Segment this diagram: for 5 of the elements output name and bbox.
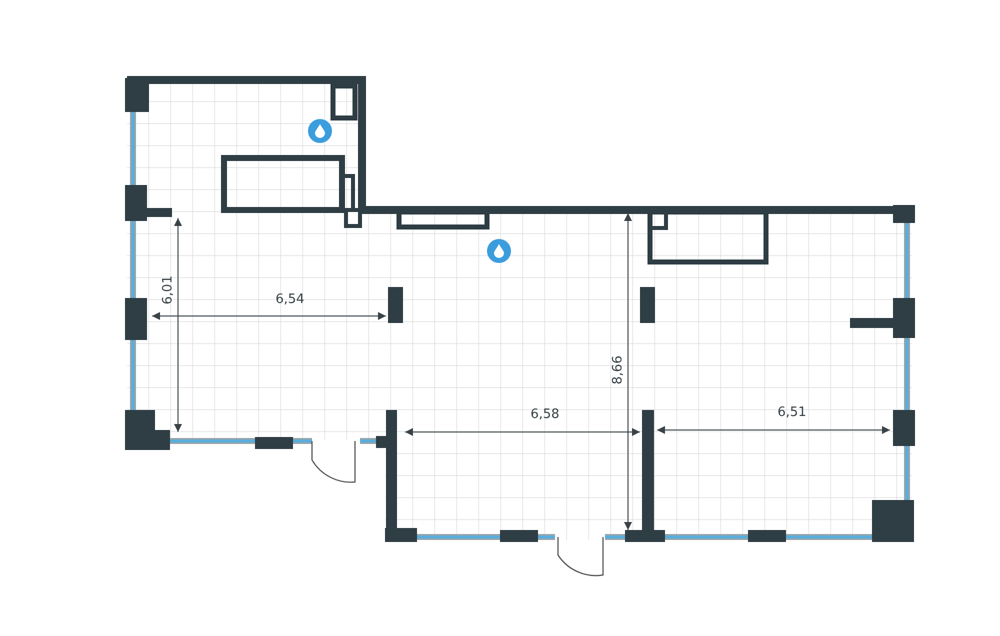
dimension-label: 6,51 — [778, 405, 806, 421]
dimension-label: 6,54 — [276, 292, 304, 308]
dimension-label: 8,66 — [610, 356, 626, 384]
dimension-label: 6,58 — [530, 407, 560, 423]
dimension-label: 6,01 — [160, 276, 176, 304]
